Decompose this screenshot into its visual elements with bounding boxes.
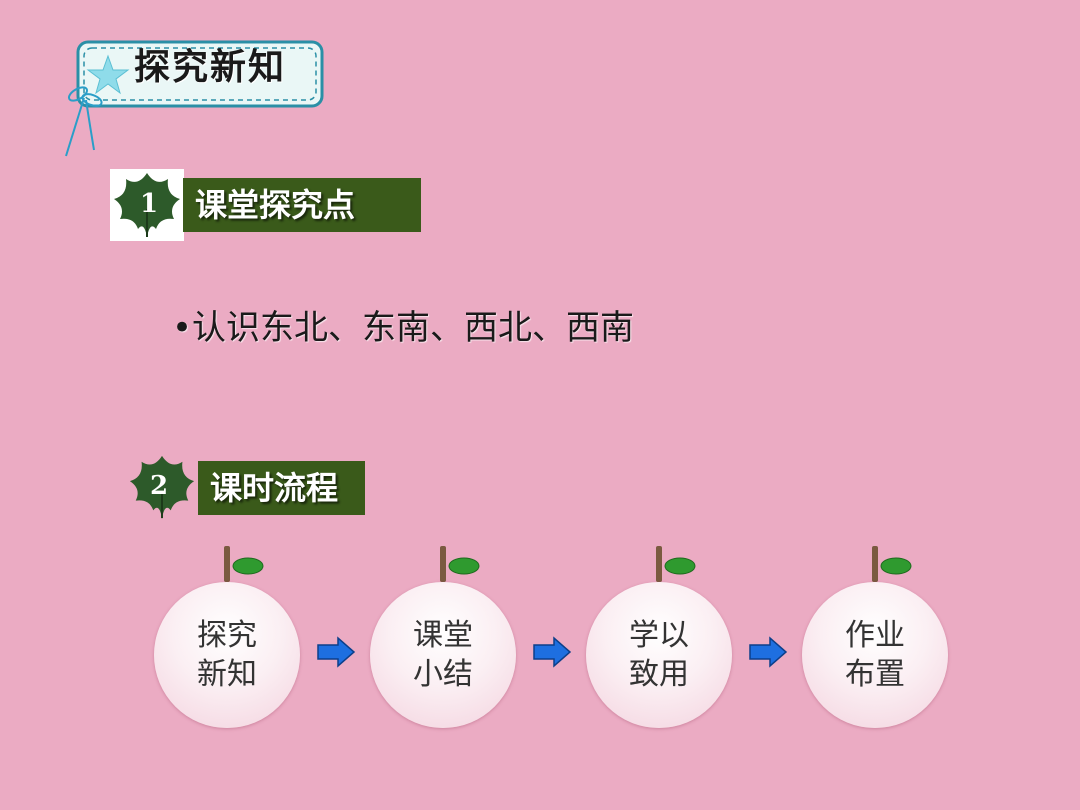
flow-circle: 探究 新知 [154,582,300,728]
banner-title: 探究新知 [134,47,287,88]
flow-step-explore[interactable]: 探究 新知 [154,544,304,734]
bullet-point: •认识东北、东南、西北、西南 [172,308,635,348]
leaf-icon [129,455,195,519]
fruit-stem-icon [224,546,264,582]
section-2-number: 2 [150,471,169,501]
title-banner [65,40,324,157]
flow-step-label: 学以 [629,618,689,653]
flow-step-label: 小结 [413,657,473,692]
section-2-title: 课时流程 [198,461,365,515]
flow-step-label: 致用 [629,657,689,692]
section-1-number: 1 [140,189,159,219]
fruit-stem-icon [656,546,696,582]
flow-circle: 学以 致用 [586,582,732,728]
leaf-icon [114,173,180,237]
arrow-right-icon [749,636,788,668]
section-2-badge: 2 [126,451,198,523]
flow-circle: 作业 布置 [802,582,948,728]
fruit-stem-icon [872,546,912,582]
flow-step-label: 布置 [845,657,905,692]
arrow-right-icon [533,636,572,668]
flow-circle: 课堂 小结 [370,582,516,728]
section-1-title: 课堂探究点 [183,178,421,232]
flow-step-label: 作业 [845,618,905,653]
flow-step-label: 新知 [197,657,257,692]
section-1-badge: 1 [110,169,184,241]
flow-step-homework[interactable]: 作业 布置 [802,544,952,734]
star-icon [86,54,130,95]
flow-step-label: 探究 [197,618,257,653]
arrow-right-icon [317,636,356,668]
ribbon-bow-icon [65,86,103,157]
fruit-stem-icon [440,546,480,582]
flow-step-summary[interactable]: 课堂 小结 [370,544,520,734]
flow-step-apply[interactable]: 学以 致用 [586,544,736,734]
flow-step-label: 课堂 [413,618,473,653]
